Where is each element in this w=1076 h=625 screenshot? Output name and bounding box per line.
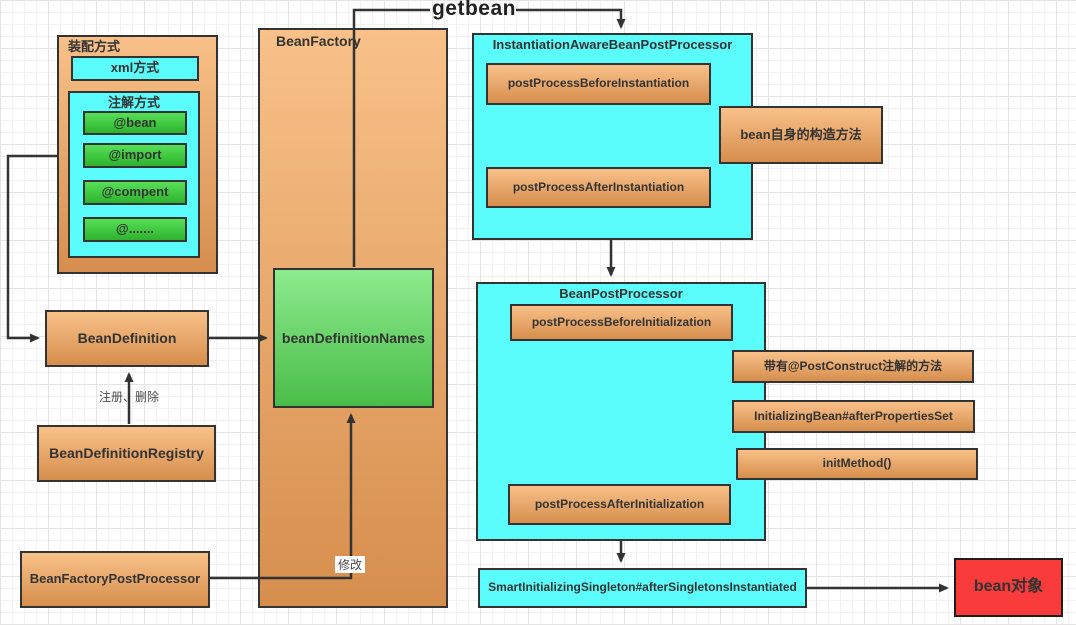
xml-method-label: xml方式 <box>110 60 160 76</box>
register-delete-label: 注册、删除 <box>98 390 159 404</box>
bean-object-box: bean对象 <box>954 558 1063 617</box>
bean-factory-post-processor-box: BeanFactoryPostProcessor <box>20 551 210 608</box>
post-process-after-initialization-label: postProcessAfterInitialization <box>534 496 705 511</box>
annotation-item-compent-label: @compent <box>101 184 169 200</box>
smart-initializing-singleton-label: SmartInitializingSingleton#afterSingleto… <box>488 580 797 595</box>
post-process-after-initialization-box: postProcessAfterInitialization <box>508 484 731 525</box>
post-process-after-instantiation-label: postProcessAfterInstantiation <box>512 179 685 194</box>
bean-definition-registry-label: BeanDefinitionRegistry <box>49 445 204 462</box>
init-method-note-label: initMethod() <box>822 456 892 471</box>
annotation-method-title: 注解方式 <box>107 95 160 110</box>
post-process-before-initialization-label: postProcessBeforeInitialization <box>531 314 712 329</box>
bean-factory-title: BeanFactory <box>276 33 361 49</box>
bean-object-label: bean对象 <box>973 578 1044 596</box>
instantiation-aware-bpp-title: InstantiationAwareBeanPostProcessor <box>492 37 733 52</box>
after-properties-set-note-box: InitializingBean#afterPropertiesSet <box>732 400 975 433</box>
post-process-before-instantiation-box: postProcessBeforeInstantiation <box>486 63 711 105</box>
post-process-before-instantiation-label: postProcessBeforeInstantiation <box>507 76 690 91</box>
annotation-item-import: @import <box>83 143 187 168</box>
post-construct-note-label: 带有@PostConstruct注解的方法 <box>763 358 943 373</box>
bean-factory-post-processor-label: BeanFactoryPostProcessor <box>29 571 201 587</box>
assembly-method-title: 装配方式 <box>68 39 121 54</box>
xml-method-item: xml方式 <box>71 56 199 81</box>
annotation-item-others-label: @....... <box>116 221 154 237</box>
bean-definition-label: BeanDefinition <box>77 330 177 347</box>
modify-label: 修改 <box>335 556 365 573</box>
bean-constructor-note-label: bean自身的构造方法 <box>740 126 862 142</box>
post-process-before-initialization-box: postProcessBeforeInitialization <box>510 304 733 341</box>
connector-getbean-right <box>516 8 626 29</box>
after-properties-set-note-label: InitializingBean#afterPropertiesSet <box>754 408 953 423</box>
annotation-item-compent: @compent <box>83 180 187 205</box>
annotation-item-bean: @bean <box>83 111 187 135</box>
smart-initializing-singleton-box: SmartInitializingSingleton#afterSingleto… <box>478 568 807 608</box>
bean-definition-box: BeanDefinition <box>45 310 209 367</box>
bean-definition-registry-box: BeanDefinitionRegistry <box>37 425 216 482</box>
post-construct-note-box: 带有@PostConstruct注解的方法 <box>732 350 974 383</box>
annotation-item-bean-label: @bean <box>113 114 157 130</box>
annotation-item-import-label: @import <box>108 147 162 163</box>
bean-definition-names-box: beanDefinitionNames <box>273 268 434 408</box>
getbean-label: getbean <box>431 0 516 20</box>
post-process-after-instantiation-box: postProcessAfterInstantiation <box>486 167 711 208</box>
annotation-item-others: @....... <box>83 217 187 242</box>
bean-post-processor-title: BeanPostProcessor <box>559 286 683 301</box>
init-method-note-box: initMethod() <box>736 448 978 480</box>
bean-constructor-note-box: bean自身的构造方法 <box>719 106 883 164</box>
bean-definition-names-label: beanDefinitionNames <box>281 329 426 346</box>
